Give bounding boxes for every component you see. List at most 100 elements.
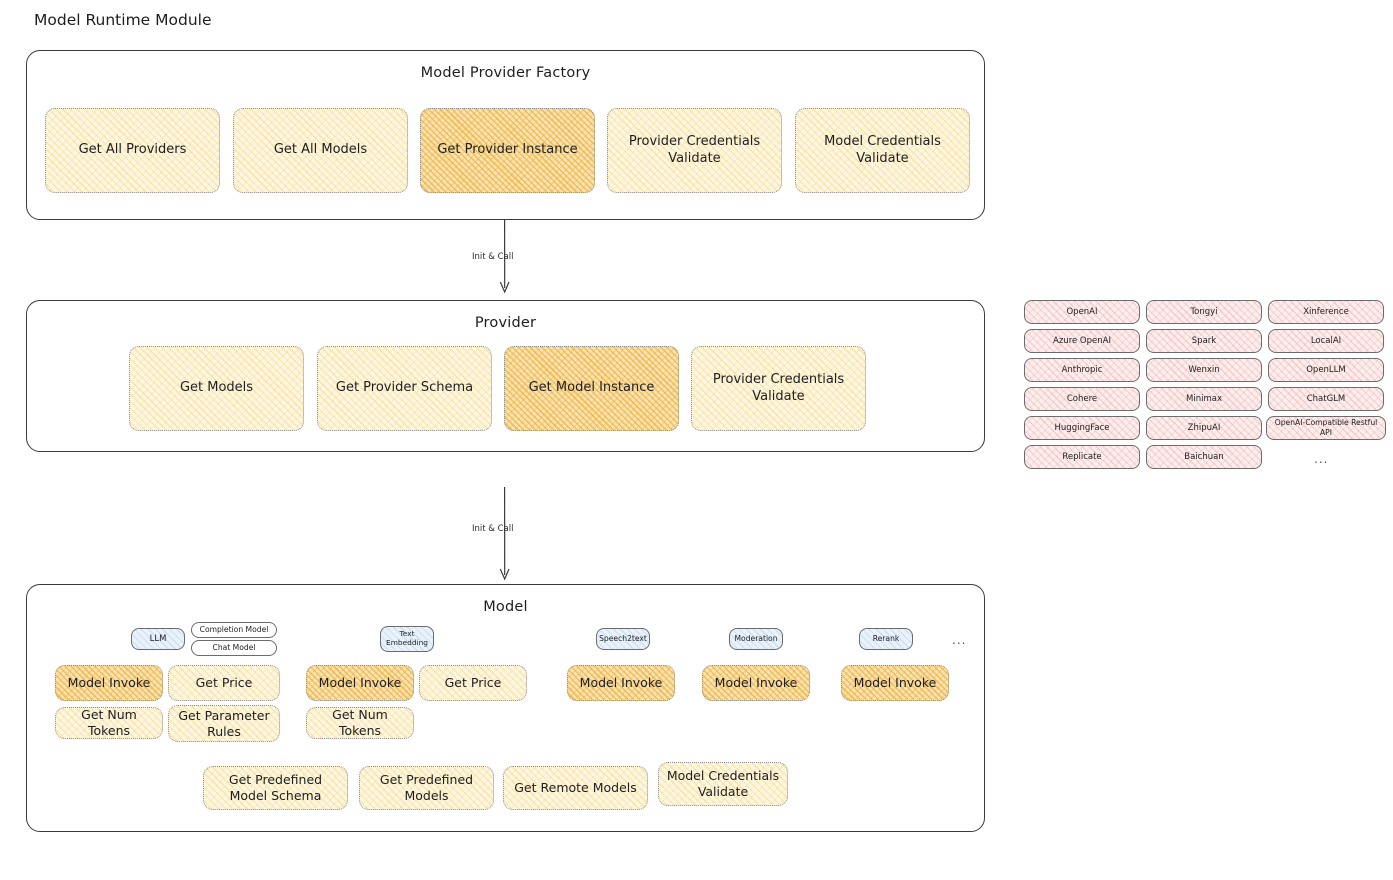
model-method-llm-get-parameter-rules[interactable]: Get Parameter Rules: [168, 705, 280, 742]
model-common-get-predefined-models[interactable]: Get Predefined Models: [359, 766, 494, 810]
model-method-moderation-model-invoke[interactable]: Model Invoke: [702, 665, 810, 701]
provider-node-label: Provider Credentials Validate: [712, 371, 845, 404]
model-type-badge-text-embedding[interactable]: Text Embedding: [380, 626, 434, 652]
provider-chip-spark[interactable]: Spark: [1146, 329, 1262, 353]
provider-node-get-provider-schema[interactable]: Get Provider Schema: [317, 346, 492, 431]
provider-chip-anthropic[interactable]: Anthropic: [1024, 358, 1140, 382]
model-method-label: Model Invoke: [318, 675, 402, 690]
model-method-llm-model-invoke[interactable]: Model Invoke: [55, 665, 163, 701]
factory-node-provider-credentials-validate[interactable]: Provider Credentials Validate: [607, 108, 782, 193]
model-type-badge-moderation[interactable]: Moderation: [729, 628, 783, 650]
model-method-label: Get Parameter Rules: [178, 707, 270, 739]
provider-chip-label: LocalAI: [1310, 335, 1342, 346]
model-common-get-predefined-model-schema[interactable]: Get Predefined Model Schema: [203, 766, 348, 810]
provider-node-label: Get Provider Schema: [335, 380, 474, 396]
provider-chip-baichuan[interactable]: Baichuan: [1146, 445, 1262, 469]
factory-node-get-provider-instance[interactable]: Get Provider Instance: [420, 108, 595, 193]
model-method-rerank-model-invoke[interactable]: Model Invoke: [841, 665, 949, 701]
provider-chip-label: Baichuan: [1184, 451, 1224, 462]
provider-chip-zhipuai[interactable]: ZhipuAI: [1146, 416, 1262, 440]
provider-chip-label: OpenLLM: [1306, 364, 1346, 375]
provider-title: Provider: [474, 315, 537, 331]
provider-list-more: ...: [1314, 452, 1329, 466]
provider-chip-openai[interactable]: OpenAI: [1024, 300, 1140, 324]
model-title: Model: [483, 599, 528, 615]
model-method-llm-get-price[interactable]: Get Price: [168, 665, 280, 701]
model-panel: Model LLM Completion Model Chat Model Te…: [26, 584, 1000, 849]
provider-chip-label: Wenxin: [1188, 364, 1220, 375]
arrow-factory-to-provider: [499, 220, 510, 294]
provider-chip-label: Anthropic: [1061, 364, 1103, 375]
model-type-badge-llm[interactable]: LLM: [131, 628, 185, 650]
provider-chip-label: Tongyi: [1190, 306, 1218, 317]
model-method-label: Model Invoke: [579, 675, 663, 690]
provider-chip-localai[interactable]: LocalAI: [1268, 329, 1384, 353]
provider-node-provider-credentials-validate[interactable]: Provider Credentials Validate: [691, 346, 866, 431]
provider-chip-replicate[interactable]: Replicate: [1024, 445, 1140, 469]
model-method-embedding-model-invoke[interactable]: Model Invoke: [306, 665, 414, 701]
provider-node-get-model-instance[interactable]: Get Model Instance: [504, 346, 679, 431]
model-common-get-remote-models[interactable]: Get Remote Models: [503, 766, 648, 810]
model-subtype-badge-completion-model[interactable]: Completion Model: [191, 622, 277, 638]
model-type-badge-speech2text[interactable]: Speech2text: [596, 628, 650, 650]
factory-node-label: Model Credentials Validate: [824, 133, 941, 166]
model-type-badge-label: Rerank: [872, 634, 900, 644]
model-method-embedding-get-price[interactable]: Get Price: [419, 665, 527, 701]
model-common-label: Model Credentials Validate: [666, 768, 780, 799]
model-method-label: Model Invoke: [853, 675, 937, 690]
provider-node-get-models[interactable]: Get Models: [129, 346, 304, 431]
provider-chip-xinference[interactable]: Xinference: [1268, 300, 1384, 324]
provider-chip-tongyi[interactable]: Tongyi: [1146, 300, 1262, 324]
provider-chip-openai-compatible-restful-api[interactable]: OpenAI-Compatible Restful API: [1266, 416, 1386, 440]
arrow-provider-to-model: [499, 487, 510, 581]
provider-panel: Provider Get Models Get Provider Schema …: [26, 300, 1000, 469]
provider-chip-azure-openai[interactable]: Azure OpenAI: [1024, 329, 1140, 353]
provider-chip-minimax[interactable]: Minimax: [1146, 387, 1262, 411]
provider-chip-label: OpenAI: [1066, 306, 1098, 317]
model-subtype-badge-chat-model[interactable]: Chat Model: [191, 640, 277, 656]
factory-title: Model Provider Factory: [420, 65, 591, 81]
model-type-badge-label: LLM: [149, 633, 167, 644]
provider-chip-chatglm[interactable]: ChatGLM: [1268, 387, 1384, 411]
model-common-label: Get Predefined Model Schema: [228, 772, 323, 803]
model-subtype-badge-label: Completion Model: [199, 625, 269, 635]
provider-chip-label: ZhipuAI: [1187, 422, 1221, 433]
model-type-badge-label: Moderation: [734, 634, 778, 644]
provider-chip-label: OpenAI-Compatible Restful API: [1274, 418, 1378, 437]
provider-chip-huggingface[interactable]: HuggingFace: [1024, 416, 1140, 440]
provider-chip-wenxin[interactable]: Wenxin: [1146, 358, 1262, 382]
provider-chip-label: Xinference: [1303, 306, 1349, 317]
model-provider-factory-panel: Model Provider Factory Get All Providers…: [26, 50, 985, 220]
page-title: Model Runtime Module: [34, 11, 212, 29]
provider-node-label: Get Model Instance: [528, 380, 655, 396]
model-method-speech2text-model-invoke[interactable]: Model Invoke: [567, 665, 675, 701]
provider-chip-label: Minimax: [1186, 393, 1222, 404]
provider-chip-label: Cohere: [1066, 393, 1098, 404]
factory-node-label: Provider Credentials Validate: [628, 133, 761, 166]
model-common-label: Get Remote Models: [514, 780, 637, 795]
provider-chip-cohere[interactable]: Cohere: [1024, 387, 1140, 411]
provider-chip-openllm[interactable]: OpenLLM: [1268, 358, 1384, 382]
provider-chip-label: Replicate: [1062, 451, 1102, 462]
model-method-llm-get-num-tokens[interactable]: Get Num Tokens: [55, 707, 163, 739]
factory-node-get-all-models[interactable]: Get All Models: [233, 108, 408, 193]
factory-node-get-all-providers[interactable]: Get All Providers: [45, 108, 220, 193]
factory-node-label: Get All Providers: [78, 142, 187, 158]
model-method-embedding-get-num-tokens[interactable]: Get Num Tokens: [306, 707, 414, 739]
arrow-label-init-call-2: Init & Call: [472, 524, 514, 534]
factory-node-model-credentials-validate[interactable]: Model Credentials Validate: [795, 108, 970, 193]
model-common-model-credentials-validate[interactable]: Model Credentials Validate: [658, 762, 788, 806]
factory-node-label: Get All Models: [273, 142, 368, 158]
provider-node-label: Get Models: [179, 380, 254, 396]
model-method-label: Model Invoke: [714, 675, 798, 690]
model-subtype-badge-label: Chat Model: [212, 643, 256, 653]
model-type-badge-rerank[interactable]: Rerank: [859, 628, 913, 650]
model-method-label: Get Num Tokens: [81, 707, 137, 738]
model-common-label: Get Predefined Models: [379, 772, 474, 803]
model-method-label: Get Num Tokens: [332, 707, 388, 738]
model-types-more: ...: [952, 633, 967, 647]
model-method-label: Get Price: [444, 675, 502, 690]
factory-node-label: Get Provider Instance: [437, 142, 578, 158]
model-method-label: Model Invoke: [67, 675, 151, 690]
model-method-label: Get Price: [195, 675, 253, 690]
